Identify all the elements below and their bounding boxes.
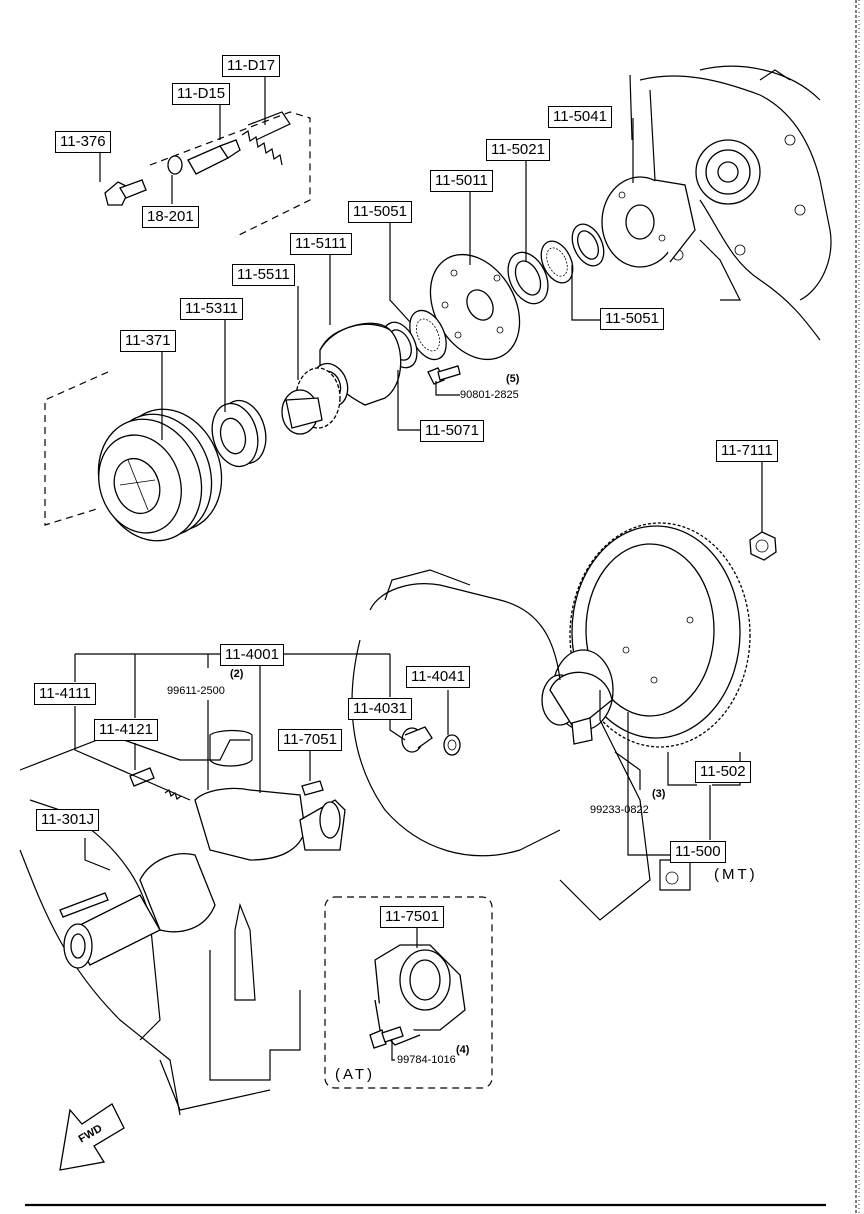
label-11-5051-lower: 11-5051 (600, 308, 664, 330)
front-housing (629, 65, 832, 341)
label-11-d17: 11-D17 (222, 55, 281, 77)
tag-at: (AT) (335, 1066, 376, 1083)
label-11-4111: 11-4111 (34, 683, 96, 705)
dash-box-pulley (44, 371, 109, 526)
label-11-4031: 11-4031 (348, 698, 412, 720)
label-11-5021: 11-5021 (486, 139, 550, 161)
part-11-5051-upper (540, 240, 574, 284)
bolt-99784 (369, 1026, 404, 1049)
part-11-5311 (211, 399, 267, 468)
part-11-7501 (374, 944, 466, 1046)
part-11-5011 (429, 253, 521, 361)
label-11-5511: 11-5511 (232, 264, 295, 286)
pin-11-4121 (129, 767, 182, 800)
qty-99611: (2) (230, 668, 244, 680)
note-99233: 99233-0822 (590, 804, 649, 816)
note-99611: 99611-2500 (167, 685, 225, 697)
flywheel-11-502 (569, 522, 751, 748)
crankshaft-11-4001 (63, 787, 346, 969)
qty-99233: (3) (652, 788, 666, 800)
label-11-5071: 11-5071 (420, 420, 484, 442)
label-11-301j: 11-301J (36, 809, 100, 831)
bolt-90801 (427, 365, 461, 385)
label-11-7051: 11-7051 (278, 729, 342, 751)
label-11-5041: 11-5041 (548, 106, 612, 128)
qty-99784: (4) (456, 1044, 470, 1056)
seal-11-4041 (443, 734, 461, 756)
qty-90801: (5) (506, 373, 520, 385)
part-11-5051-lower (409, 309, 447, 361)
label-11-5011: 11-5011 (430, 170, 493, 192)
flywheel-hub-11-500 (541, 649, 614, 745)
label-18-201: 18-201 (142, 206, 199, 228)
bushing-11-4031 (401, 726, 433, 753)
part-11-5041-washer (571, 223, 605, 267)
label-11-5111: 11-5111 (290, 233, 352, 255)
label-11-371: 11-371 (120, 330, 176, 352)
label-11-4121: 11-4121 (94, 719, 158, 741)
at-dash-box (324, 896, 493, 1089)
part-11-371 (97, 408, 223, 542)
engine-block (19, 569, 691, 1116)
label-11-4001: 11-4001 (220, 644, 284, 666)
part-11-5021 (507, 251, 549, 305)
label-11-5051-upper: 11-5051 (348, 201, 412, 223)
label-11-502: 11-502 (695, 761, 751, 783)
part-11-5511 (281, 367, 341, 435)
nut-11-7111 (749, 531, 777, 561)
key-11-301j (59, 892, 109, 918)
tag-mt: (MT) (714, 866, 758, 883)
label-11-4041: 11-4041 (406, 666, 470, 688)
label-11-5311: 11-5311 (180, 298, 243, 320)
key-11-7051 (301, 780, 324, 796)
dash-box-top (149, 111, 311, 238)
fwd-arrow-icon (59, 1103, 125, 1171)
label-11-376: 11-376 (55, 131, 111, 153)
label-11-7111: 11-7111 (716, 440, 778, 462)
plunger-11-d15 (167, 139, 241, 175)
note-90801: 90801-2825 (460, 389, 519, 401)
spring-11-d17 (241, 111, 291, 166)
label-11-500: 11-500 (670, 841, 726, 863)
label-11-7501: 11-7501 (380, 906, 444, 928)
part-11-5041 (601, 176, 696, 268)
bolt-11-376 (104, 179, 147, 206)
note-99784: 99784-1016 (397, 1054, 456, 1066)
label-11-d15: 11-D15 (172, 83, 231, 105)
